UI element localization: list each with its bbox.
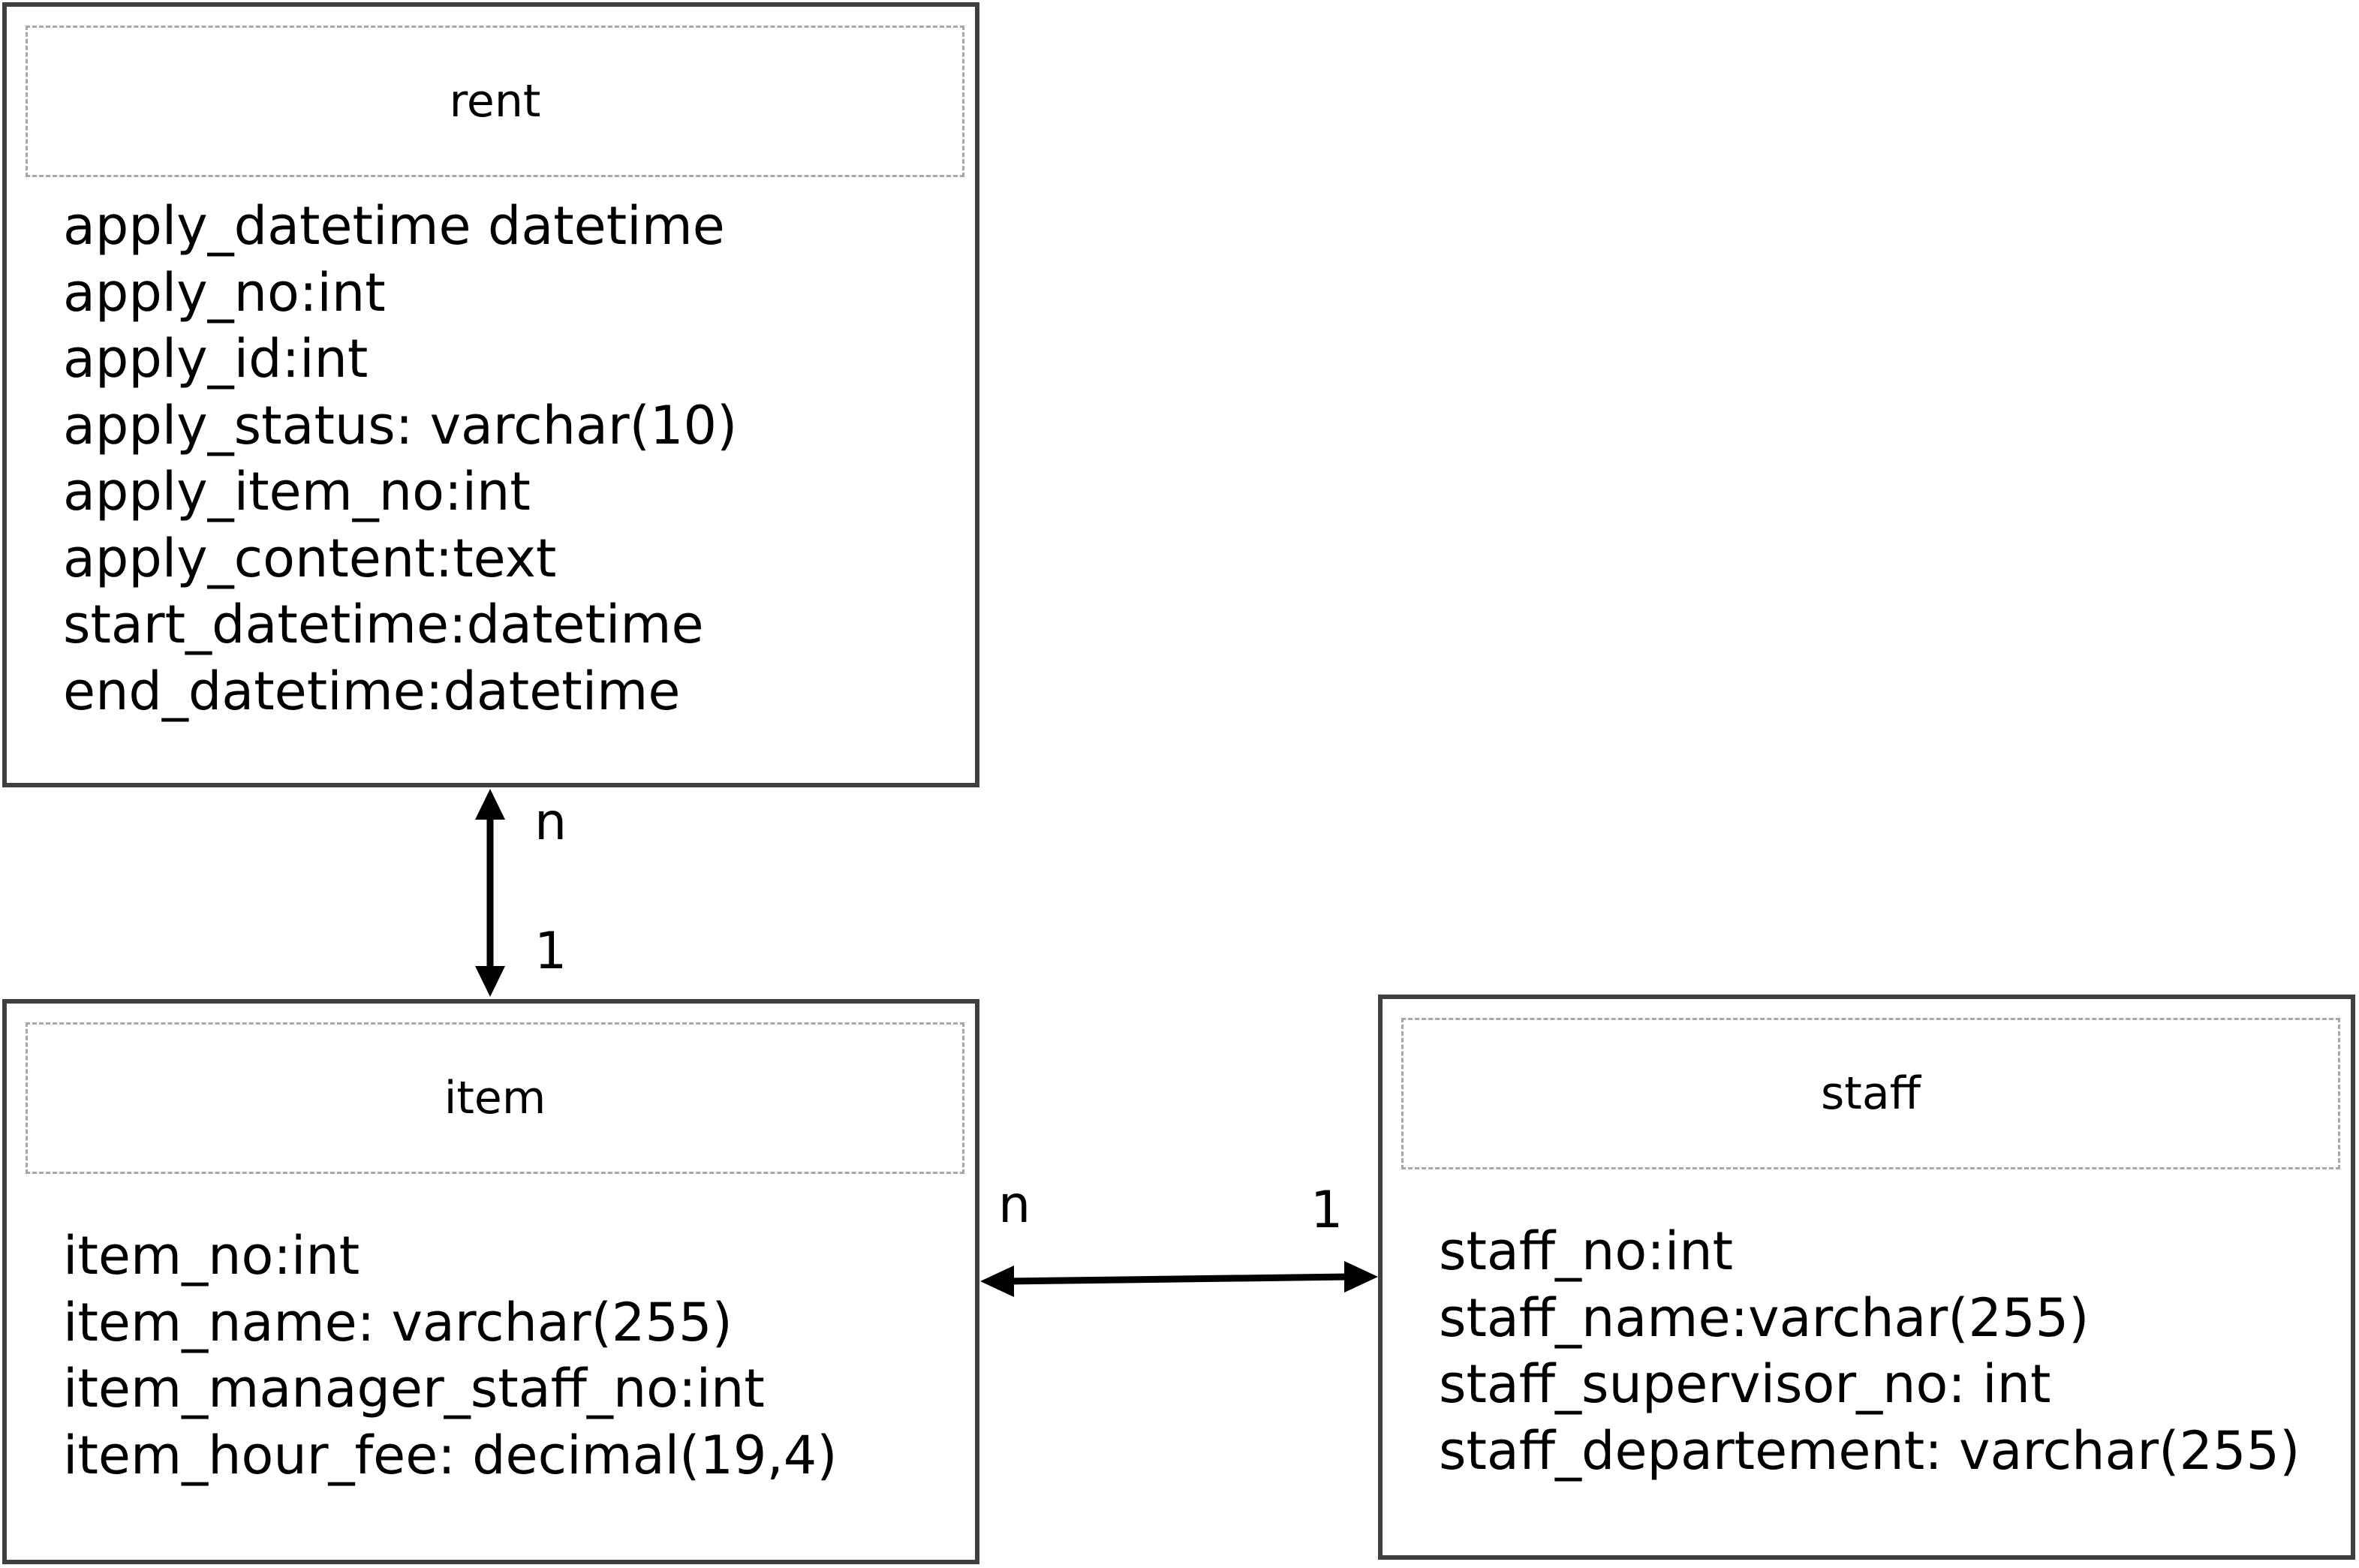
entity-item[interactable]: item item_no:int item_name: varchar(255)… — [2, 999, 979, 1564]
entity-rent-attributes: apply_datetime datetime apply_no:int app… — [63, 193, 737, 724]
attribute-apply-id: apply_id:int — [63, 328, 369, 390]
attribute-item-hour-fee: item_hour_fee: decimal(19,4) — [63, 1424, 838, 1486]
arrowhead-up-icon — [475, 789, 505, 820]
attribute-staff-name: staff_name:varchar(255) — [1439, 1287, 2090, 1349]
cardinality-item-1: 1 — [534, 922, 567, 981]
cardinality-staff-1: 1 — [1310, 1181, 1343, 1240]
cardinality-item-n: n — [998, 1175, 1031, 1235]
attribute-apply-item-no: apply_item_no:int — [63, 461, 531, 522]
arrowhead-down-icon — [475, 966, 505, 997]
relationship-item-staff-line — [1005, 1273, 1352, 1285]
entity-item-attributes: item_no:int item_name: varchar(255) item… — [63, 1223, 838, 1488]
attribute-staff-departement: staff_departement: varchar(255) — [1439, 1419, 2300, 1482]
cardinality-rent-n: n — [534, 793, 567, 852]
entity-rent[interactable]: rent apply_datetime datetime apply_no:in… — [2, 2, 979, 787]
attribute-item-manager-staff-no: item_manager_staff_no:int — [63, 1358, 765, 1419]
attribute-apply-status: apply_status: varchar(10) — [63, 394, 738, 456]
entity-staff-title: staff — [1401, 1018, 2340, 1169]
relationship-rent-item[interactable]: n 1 — [475, 789, 567, 997]
attribute-staff-no: staff_no:int — [1439, 1220, 1734, 1282]
relationship-item-staff[interactable]: n 1 — [980, 1175, 1378, 1297]
entity-item-title: item — [26, 1022, 964, 1174]
arrowhead-right-icon — [1344, 1261, 1378, 1293]
attribute-item-name: item_name: varchar(255) — [63, 1291, 733, 1353]
entity-rent-title: rent — [26, 26, 964, 177]
entity-staff-attributes: staff_no:int staff_name:varchar(255) sta… — [1439, 1218, 2300, 1484]
attribute-apply-datetime: apply_datetime datetime — [63, 195, 725, 257]
attribute-start-datetime: start_datetime:datetime — [63, 594, 704, 655]
attribute-staff-supervisor-no: staff_supervisor_no: int — [1439, 1353, 2051, 1415]
attribute-end-datetime: end_datetime:datetime — [63, 660, 681, 722]
attribute-item-no: item_no:int — [63, 1225, 360, 1287]
entity-staff[interactable]: staff staff_no:int staff_name:varchar(25… — [1378, 995, 2355, 1560]
attribute-apply-content: apply_content:text — [63, 527, 557, 589]
arrowhead-left-icon — [980, 1266, 1014, 1297]
attribute-apply-no: apply_no:int — [63, 261, 386, 324]
